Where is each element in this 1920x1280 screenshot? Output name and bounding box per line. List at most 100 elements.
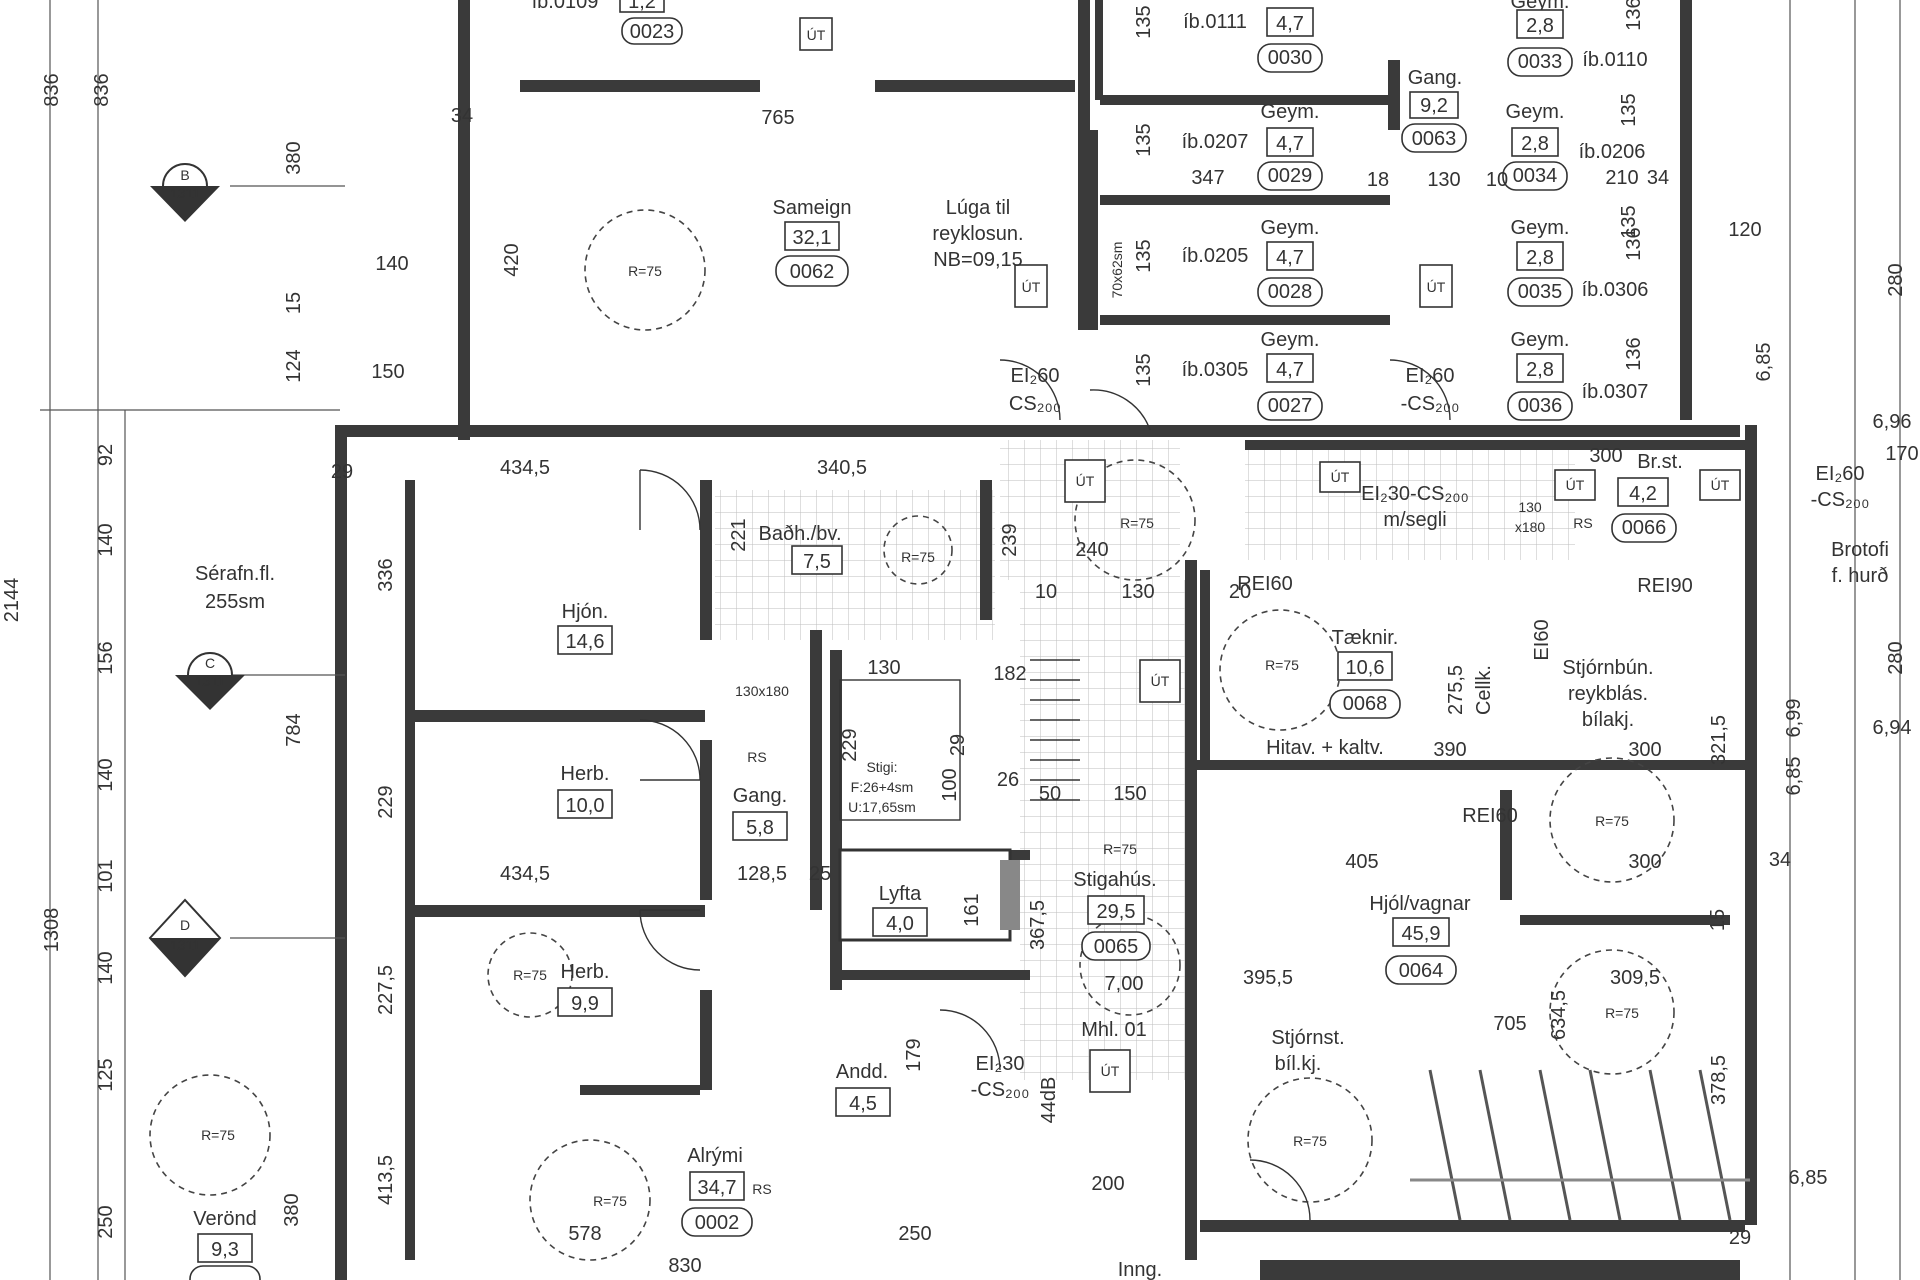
svg-text:34,7: 34,7 [698,1177,737,1199]
svg-text:50: 50 [1039,783,1061,805]
svg-text:10: 10 [1486,169,1508,191]
svg-text:29: 29 [1729,1227,1751,1249]
svg-text:300: 300 [1628,851,1661,873]
room-0030: íb.0111 4,7 0030 [1183,7,1323,73]
room-0068: Tæknir. 10,6 0068 [1329,627,1401,719]
svg-text:0023: 0023 [630,21,675,43]
svg-text:íb.0207: íb.0207 [1182,131,1249,153]
room-0035: Geym. 2,8 0035 íb.0306 [1507,217,1649,307]
svg-text:Geym.: Geym. [1261,217,1320,239]
room-0063: Gang. 9,2 0063 [1401,67,1467,153]
svg-text:32,1: 32,1 [793,227,832,249]
room-andd: Andd. 4,5 [835,1061,891,1117]
svg-text:120: 120 [1728,219,1761,241]
svg-text:R=75: R=75 [593,1193,627,1209]
svg-text:2,8: 2,8 [1526,247,1554,269]
svg-text:229: 229 [375,785,397,818]
svg-text:6,85: 6,85 [1783,757,1805,796]
svg-text:34: 34 [1647,167,1669,189]
svg-text:-CS₂₀₀: -CS₂₀₀ [971,1079,1030,1101]
svg-text:Br.st.: Br.st. [1637,451,1683,473]
svg-text:4,5: 4,5 [849,1093,877,1115]
svg-text:280: 280 [1885,263,1907,296]
svg-text:836: 836 [41,73,63,106]
svg-text:300: 300 [1589,445,1622,467]
svg-text:70x62sm: 70x62sm [1109,242,1125,299]
room-0065: Stigahús. 29,5 0065 [1073,869,1157,961]
svg-text:9,2: 9,2 [1420,95,1448,117]
svg-text:C: C [205,655,215,671]
svg-text:0065: 0065 [1094,936,1139,958]
room-0036: Geym. 2,8 0036 íb.0307 [1507,329,1649,421]
svg-text:830: 830 [668,1255,701,1277]
svg-text:f. hurð: f. hurð [1832,565,1889,587]
svg-text:íb.0307: íb.0307 [1582,381,1649,403]
svg-text:0027: 0027 [1268,395,1313,417]
room-0062: Sameign 32,1 0062 [773,197,852,287]
svg-text:Inng.: Inng. [1118,1259,1162,1280]
svg-text:130: 130 [1518,499,1542,515]
svg-text:Lúga til: Lúga til [946,197,1011,219]
svg-text:R=75: R=75 [513,967,547,983]
svg-text:634,5: 634,5 [1548,990,1570,1040]
svg-text:20: 20 [1229,581,1251,603]
svg-text:135: 135 [1133,239,1155,272]
svg-text:íb.0205: íb.0205 [1182,245,1249,267]
room-gang: Gang. 5,8 [732,785,788,841]
svg-text:íb.0109: íb.0109 [532,0,599,13]
svg-text:44dB: 44dB [1038,1077,1060,1124]
svg-text:136: 136 [1623,227,1645,260]
door-swings [639,359,1451,1221]
svg-text:395,5: 395,5 [1243,967,1293,989]
svg-text:413,5: 413,5 [375,1155,397,1205]
stair-treads [839,659,1080,821]
svg-text:378,5: 378,5 [1708,1055,1730,1105]
svg-text:Sameign: Sameign [773,197,852,219]
svg-text:íb.0111: íb.0111 [1183,11,1247,33]
room-0027: Geym. 4,7 0027 íb.0305 [1182,329,1323,421]
svg-text:135: 135 [1618,93,1640,126]
svg-text:130: 130 [1427,169,1460,191]
elevator-shaft [838,848,1020,942]
svg-text:380: 380 [283,141,305,174]
svg-text:765: 765 [761,107,794,129]
room-bathroom: Baðh./bv. 7,5 [758,523,843,575]
svg-text:íb.0306: íb.0306 [1582,279,1649,301]
svg-text:reykblás.: reykblás. [1568,683,1648,705]
svg-text:210: 210 [1605,167,1638,189]
svg-text:275,5: 275,5 [1445,665,1467,715]
svg-text:4,7: 4,7 [1276,13,1304,35]
svg-text:10,0: 10,0 [566,795,605,817]
svg-text:REI90: REI90 [1637,575,1693,597]
svg-text:ÚT: ÚT [1022,279,1041,295]
svg-text:íb.0110: íb.0110 [1582,49,1647,71]
svg-text:4,0: 4,0 [886,913,914,935]
room-veronding: Verönd 9,3 [189,1208,261,1280]
svg-text:Cellk.: Cellk. [1473,665,1495,715]
svg-text:Gang.: Gang. [733,785,787,807]
svg-text:R=75: R=75 [628,263,662,279]
svg-text:0066: 0066 [1622,517,1667,539]
svg-text:0034: 0034 [1513,165,1558,187]
svg-text:250: 250 [898,1223,931,1245]
svg-text:Geym.: Geym. [1506,101,1565,123]
svg-text:Tæknir.: Tæknir. [1332,627,1399,649]
svg-text:-CS₂₀₀: -CS₂₀₀ [1811,489,1870,511]
svg-text:10: 10 [1035,581,1057,603]
svg-text:Stigahús.: Stigahús. [1073,869,1156,891]
svg-text:R=75: R=75 [1605,1005,1639,1021]
svg-text:EI₂60: EI₂60 [1406,365,1455,387]
svg-text:170: 170 [1885,443,1918,465]
svg-text:179: 179 [903,1038,925,1071]
svg-text:140: 140 [375,253,408,275]
svg-text:300: 300 [1628,739,1661,761]
svg-text:0035: 0035 [1518,281,1563,303]
svg-text:7,00: 7,00 [1105,973,1144,995]
svg-text:RS: RS [747,749,766,765]
svg-text:125: 125 [95,1058,117,1091]
svg-text:0068: 0068 [1343,693,1388,715]
svg-text:4,7: 4,7 [1276,133,1304,155]
svg-text:420: 420 [501,243,523,276]
svg-text:7,5: 7,5 [803,551,831,573]
room-0002: Alrými 34,7 0002 [681,1145,753,1237]
